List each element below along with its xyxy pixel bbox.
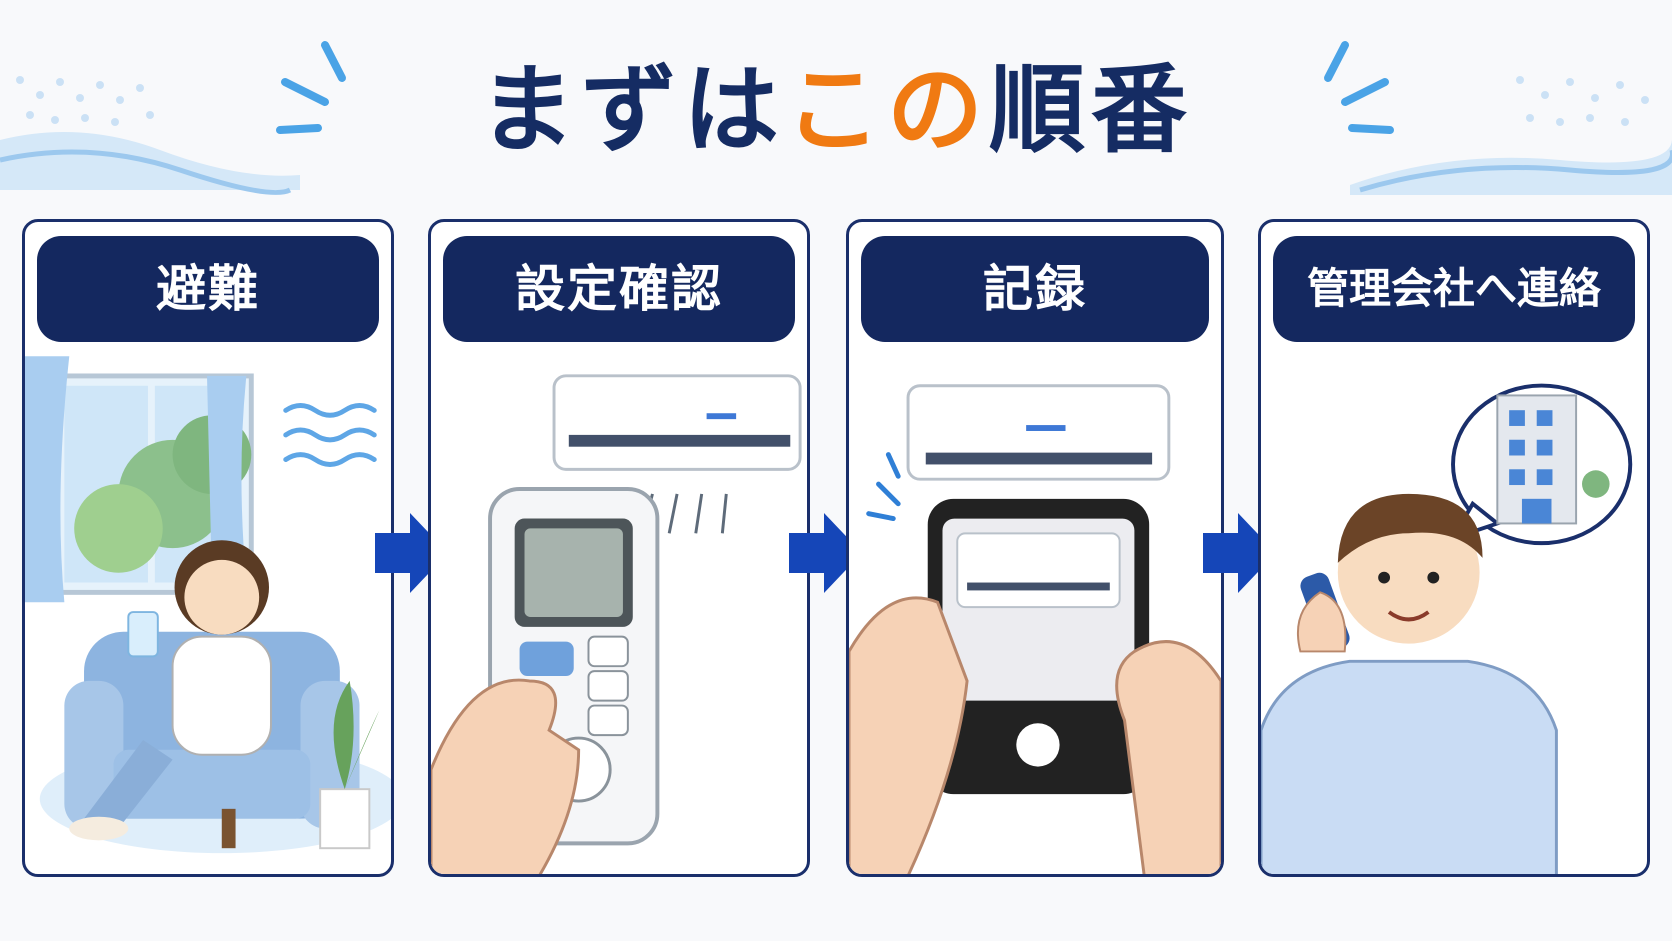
step-arrow-2 [789,513,862,593]
left-sparkle-icon [276,41,346,134]
page-title: まずはこの順番 [0,50,1672,170]
title-part2: 順番 [989,54,1193,166]
right-sparkle-icon [1324,41,1394,134]
step-arrow-1 [375,513,448,593]
step-label: 設定確認 [443,236,795,342]
step-panel-evacuate: 避難 [22,219,394,877]
remote-control-icon [431,374,802,874]
step-panel-record: 記録 [846,219,1224,877]
step-label: 避難 [37,236,379,342]
step-panel-check-settings: 設定確認 [428,219,810,877]
title-part1: まずは [479,54,785,166]
step-arrow-3 [1203,513,1276,593]
step-label: 記録 [861,236,1209,342]
title-accent: この [785,54,989,166]
person-resting-armchair-icon [25,356,391,854]
step-label: 管理会社へ連絡 [1273,236,1635,342]
smartphone-camera-icon [849,384,1221,874]
phone-call-building-icon [1261,383,1633,874]
step-panel-contact-management: 管理会社へ連絡 [1258,219,1650,877]
